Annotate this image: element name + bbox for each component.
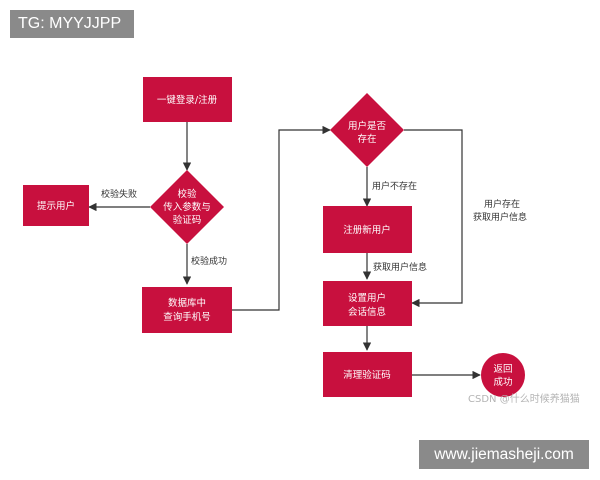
watermark-url: www.jiemasheji.com bbox=[419, 440, 589, 469]
node-query-label-1: 数据库中 bbox=[168, 297, 206, 309]
edge-label-exist-1: 用户存在 bbox=[484, 198, 520, 210]
node-session bbox=[323, 281, 412, 326]
edge-query-exists bbox=[232, 125, 331, 311]
node-return bbox=[481, 353, 525, 397]
edge-label-fail: 校验失败 bbox=[101, 188, 137, 200]
edge-label-success: 校验成功 bbox=[191, 255, 227, 267]
watermark-tag: TG: MYYJJPP bbox=[10, 10, 134, 38]
node-prompt bbox=[23, 185, 89, 226]
node-query bbox=[142, 287, 232, 333]
node-return-label-2: 成功 bbox=[493, 376, 512, 388]
edge-label-exist-2: 获取用户信息 bbox=[473, 211, 527, 223]
node-session-label-1: 设置用户 bbox=[348, 292, 386, 304]
edge-label-not-exist: 用户不存在 bbox=[372, 180, 417, 192]
node-login-label: 一键登录/注册 bbox=[157, 94, 218, 106]
node-validate bbox=[150, 170, 224, 244]
node-validate-label-3: 验证码 bbox=[173, 214, 202, 226]
edge-exists-session bbox=[404, 129, 463, 308]
node-exists-label-2: 存在 bbox=[357, 133, 376, 145]
node-session-label-2: 会话信息 bbox=[348, 306, 386, 318]
credit-text: CSDN @什么时候养猫猫 bbox=[468, 394, 580, 405]
node-exists bbox=[330, 93, 404, 167]
node-prompt-label: 提示用户 bbox=[37, 200, 75, 212]
node-register bbox=[323, 206, 412, 253]
node-validate-label-2: 传入参数与 bbox=[163, 201, 211, 213]
node-return-label-1: 返回 bbox=[493, 363, 512, 375]
node-login bbox=[143, 77, 232, 122]
node-query-label-2: 查询手机号 bbox=[163, 311, 211, 323]
node-clear-label: 清理验证码 bbox=[343, 369, 391, 381]
node-clear bbox=[323, 352, 412, 397]
node-validate-label-1: 校验 bbox=[177, 188, 197, 200]
node-exists-label-1: 用户是否 bbox=[348, 120, 387, 132]
node-register-label: 注册新用户 bbox=[343, 224, 391, 236]
edge-label-get-info: 获取用户信息 bbox=[373, 261, 427, 273]
